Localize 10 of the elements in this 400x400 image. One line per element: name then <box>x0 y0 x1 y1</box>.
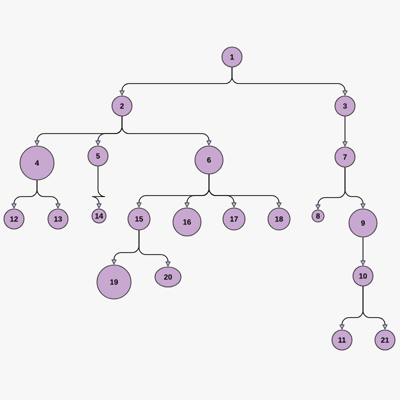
arrow <box>122 116 212 146</box>
arrow <box>344 167 366 208</box>
arrow <box>138 230 170 266</box>
arrow <box>92 166 106 208</box>
arrow <box>232 67 348 96</box>
arrow <box>208 174 282 208</box>
arrow <box>360 237 366 266</box>
arrow <box>342 116 348 146</box>
arrow <box>36 180 60 208</box>
arrow <box>362 286 388 330</box>
